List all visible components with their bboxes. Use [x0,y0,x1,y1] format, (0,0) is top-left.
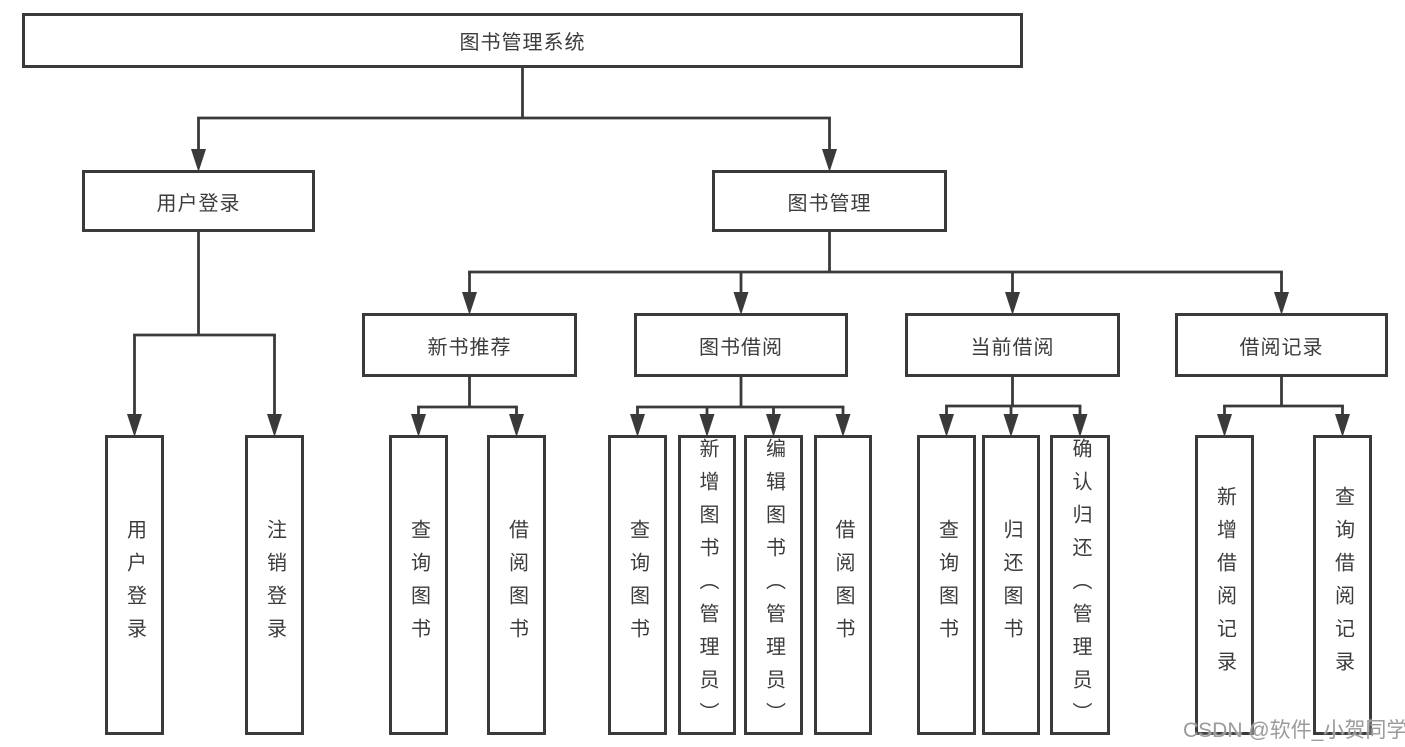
arrowhead-add-borrow-record [1217,414,1232,437]
node-return-books: 归还图书 [982,435,1040,735]
node-user-login-leaf: 用户登录 [105,435,164,735]
arrowhead-new-book-recommend [462,292,477,315]
arrowhead-user-login-leaf [127,414,142,437]
node-edit-books-admin: 编辑图书（管理员） [744,435,803,735]
node-label-current-borrowing: 当前借阅 [970,336,1055,359]
node-add-borrow-record: 新增借阅记录 [1195,435,1254,735]
node-confirm-return-admin: 确认归还（管理员） [1050,435,1110,735]
node-book-borrowing: 图书借阅 [634,313,848,377]
arrowhead-user-login-branch [191,149,206,172]
node-label-book-borrowing: 图书借阅 [699,336,783,359]
node-label-add-books-admin: 新增图书（管理员） [696,438,718,735]
node-book-management: 图书管理 [712,170,947,232]
node-logout-leaf: 注销登录 [245,435,304,735]
node-add-books-admin: 新增图书（管理员） [678,435,736,735]
node-label-add-borrow-record: 新增借阅记录 [1213,486,1236,684]
node-label-borrow-books-leaf: 借阅图书 [832,519,854,651]
arrowhead-book-borrowing [733,292,749,315]
node-borrow-books-leaf: 借阅图书 [814,435,872,735]
node-label-return-books: 归还图书 [1000,519,1022,651]
node-label-root: 图书管理系统 [459,32,586,54]
arrowhead-add-books-admin [699,414,715,437]
arrowhead-query-books-borrowing [630,414,645,437]
node-current-borrowing: 当前借阅 [905,313,1120,377]
node-root: 图书管理系统 [22,13,1023,68]
node-label-borrow-records: 借阅记录 [1239,336,1324,359]
node-query-books-current: 查询图书 [917,435,976,735]
arrowhead-query-books-recommend [411,414,426,437]
node-borrow-books-recommend: 借阅图书 [487,435,546,735]
arrowhead-current-borrowing [1005,292,1020,315]
arrowhead-query-books-current [939,414,954,437]
node-query-books-recommend: 查询图书 [389,435,448,735]
node-new-book-recommend: 新书推荐 [362,313,577,377]
node-label-confirm-return-admin: 确认归还（管理员） [1069,438,1091,735]
node-label-borrow-books-recommend: 借阅图书 [505,519,528,651]
node-query-borrow-record: 查询借阅记录 [1313,435,1372,735]
csdn-watermark: CSDN @软件_小贺同学 [1183,719,1405,742]
node-label-query-books-current: 查询图书 [935,519,958,651]
node-label-logout-leaf: 注销登录 [263,519,286,651]
node-label-query-books-borrowing: 查询图书 [626,519,649,651]
node-label-user-login-leaf: 用户登录 [123,519,146,651]
arrowhead-edit-books-admin [766,414,781,437]
node-label-edit-books-admin: 编辑图书（管理员） [762,438,785,735]
arrowhead-logout-leaf [267,414,282,437]
arrowhead-return-books [1003,414,1019,437]
node-label-new-book-recommend: 新书推荐 [427,336,512,359]
node-borrow-records: 借阅记录 [1175,313,1388,377]
node-query-books-borrowing: 查询图书 [608,435,667,735]
arrowhead-borrow-books-recommend [509,414,524,437]
arrowhead-confirm-return-admin [1072,414,1088,437]
arrowhead-query-borrow-record [1335,414,1350,437]
arrowhead-book-management [822,149,837,172]
node-label-book-management: 图书管理 [787,192,872,215]
node-label-query-books-recommend: 查询图书 [407,519,430,651]
node-label-query-borrow-record: 查询借阅记录 [1331,486,1354,684]
arrowhead-borrow-books-leaf [835,414,851,437]
node-user-login-branch: 用户登录 [82,170,315,232]
node-label-user-login-branch: 用户登录 [156,192,241,215]
arrowhead-borrow-records [1274,292,1289,315]
